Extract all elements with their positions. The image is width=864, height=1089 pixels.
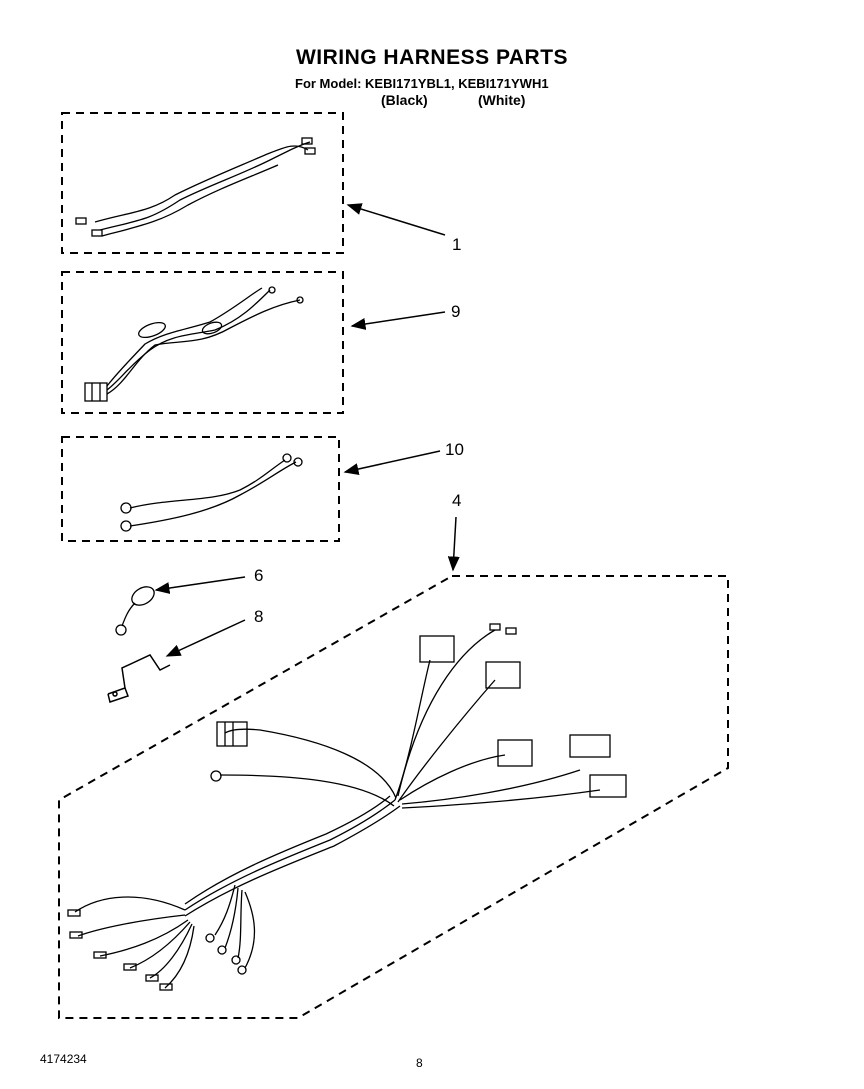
- clamp-part-8: [107, 654, 171, 703]
- callout-arrow-8: [165, 619, 246, 657]
- callout-label-4: 4: [452, 491, 461, 510]
- callout-label-9: 9: [451, 302, 460, 321]
- callout-label-1: 1: [452, 235, 461, 254]
- page-number: 8: [416, 1056, 423, 1070]
- callout-label-10: 10: [445, 440, 464, 459]
- harness-part-9: [84, 286, 304, 402]
- color-label-white: (White): [478, 92, 526, 108]
- callout-label-8: 8: [254, 607, 263, 626]
- ground-wire-part-6: [115, 586, 155, 636]
- color-label-black: (Black): [381, 92, 428, 108]
- callout-arrow-1: [346, 203, 446, 236]
- main-harness-part-4: [67, 623, 627, 991]
- part-10-box: [61, 436, 340, 542]
- part-number: 4174234: [40, 1052, 87, 1066]
- callout-arrow-4: [447, 516, 460, 572]
- callout-arrow-9: [350, 311, 446, 330]
- part-9-box: [61, 271, 344, 414]
- harness-part-1: [75, 137, 316, 237]
- harness-part-10: [120, 453, 303, 532]
- callout-label-6: 6: [254, 566, 263, 585]
- model-line: For Model: KEBI171YBL1, KEBI171YWH1: [295, 76, 549, 91]
- callout-arrow-10: [343, 450, 441, 475]
- page-title: WIRING HARNESS PARTS: [295, 46, 569, 69]
- callout-arrow-6: [154, 576, 246, 594]
- part-1-box: [61, 112, 344, 254]
